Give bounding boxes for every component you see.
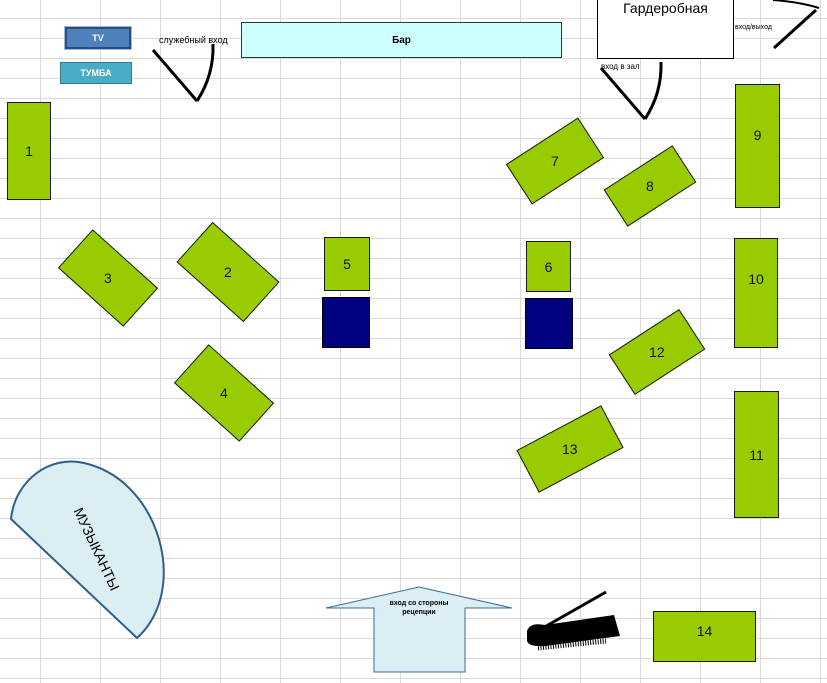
bar-counter: Бар	[241, 22, 562, 58]
musicians-stage	[9, 460, 165, 640]
speaker-block-left	[322, 297, 370, 348]
reception-entrance-arrow	[325, 586, 513, 673]
hall-door-icon	[599, 61, 663, 120]
table-number: 9	[753, 127, 762, 143]
service-entrance-label: служебный вход	[159, 35, 228, 45]
cloakroom-label: Гардеробная	[623, 0, 708, 16]
tv-box: TV	[64, 26, 132, 50]
table-14[interactable]: 14	[653, 611, 756, 662]
table-number: 2	[224, 263, 232, 280]
speaker-block-right	[525, 298, 573, 349]
table-number: 4	[220, 384, 228, 401]
hall-entrance-label: вход в зал	[601, 62, 640, 71]
table-6[interactable]: 6	[526, 241, 571, 292]
table-number: 14	[696, 622, 713, 639]
table-number: 12	[649, 344, 665, 361]
table-number: 1	[25, 143, 33, 159]
table-9[interactable]: 9	[735, 84, 780, 208]
entry-exit-door-icon	[772, 0, 820, 50]
table-10[interactable]: 10	[734, 238, 778, 348]
table-number: 11	[749, 446, 764, 463]
table-11[interactable]: 11	[734, 391, 779, 518]
table-5[interactable]: 5	[324, 237, 370, 291]
piano-icon	[527, 590, 620, 651]
table-number: 5	[343, 256, 351, 272]
table-number: 8	[646, 178, 654, 195]
cloakroom: Гардеробная	[597, 0, 734, 59]
tv-label: TV	[92, 33, 104, 43]
table-number: 7	[551, 153, 559, 170]
service-door-icon	[151, 43, 215, 102]
reception-entrance-label: вход со стороны рецепции	[389, 600, 449, 616]
entry-exit-label: вход/выход	[735, 24, 772, 31]
table-number: 10	[748, 271, 764, 287]
tumba-box: ТУМБА	[60, 62, 132, 84]
bar-label: Бар	[392, 34, 411, 46]
table-number: 13	[562, 441, 578, 458]
table-number: 3	[104, 269, 112, 286]
tumba-label: ТУМБА	[80, 68, 112, 78]
table-1[interactable]: 1	[7, 102, 51, 200]
table-number: 6	[544, 258, 553, 275]
